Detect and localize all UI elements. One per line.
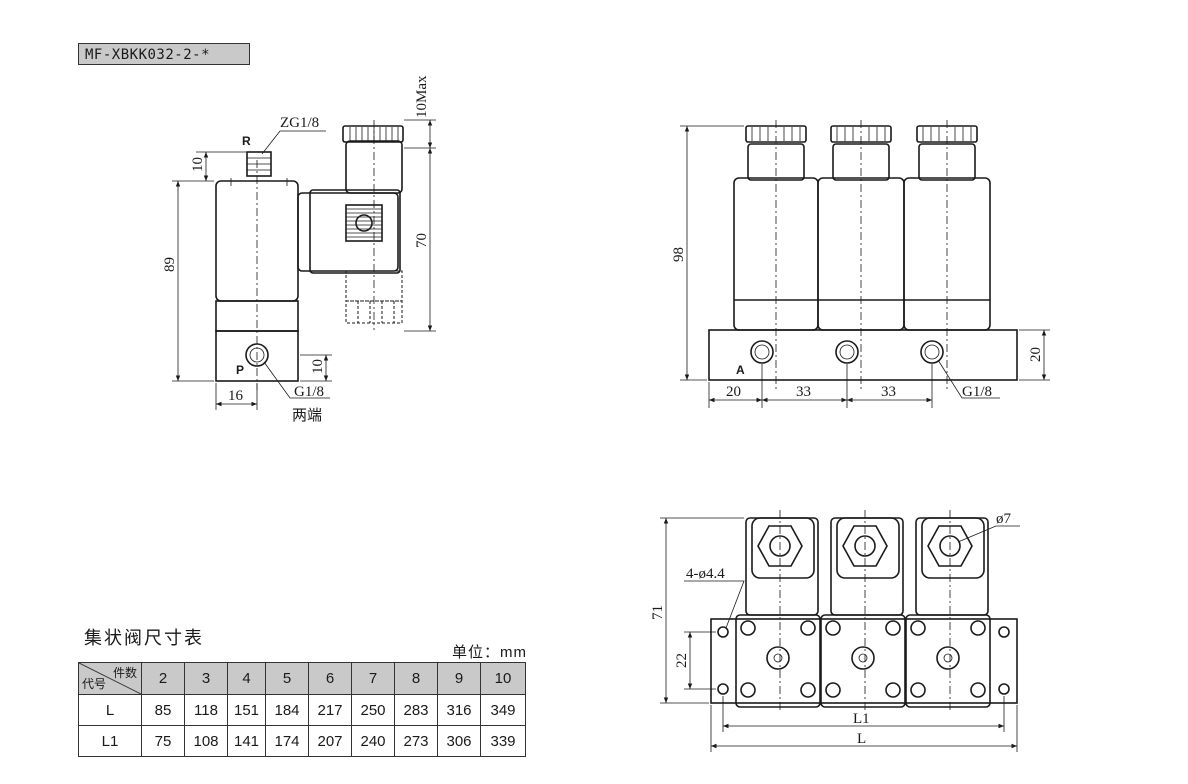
row-label: L bbox=[78, 694, 142, 726]
dim-base: 20 bbox=[1028, 347, 1044, 362]
table-cell: 217 bbox=[308, 694, 352, 726]
count-cell: 5 bbox=[265, 662, 309, 695]
port-r-thread: ZG1/8 bbox=[280, 115, 319, 131]
count-cell: 9 bbox=[437, 662, 481, 695]
table-cell: 75 bbox=[141, 725, 185, 757]
port-a-label: A bbox=[736, 363, 745, 377]
table-row: L 85 118 151 184 217 250 283 316 349 bbox=[78, 694, 526, 726]
count-cell: 2 bbox=[141, 662, 185, 695]
port-p-label: P bbox=[236, 363, 244, 377]
dim-top-max: 10Max bbox=[414, 75, 430, 118]
table-cell: 273 bbox=[394, 725, 438, 757]
table-cell: 283 bbox=[394, 694, 438, 726]
dim-p-offset: 16 bbox=[228, 388, 244, 404]
dim-depth: 71 bbox=[650, 605, 666, 620]
count-cell: 7 bbox=[351, 662, 395, 695]
table-cell: 141 bbox=[227, 725, 266, 757]
table-header-row: 件数 代号 2 3 4 5 6 7 8 9 10 bbox=[78, 662, 526, 695]
dim-coil: 70 bbox=[414, 233, 430, 248]
table-row: L1 75 108 141 174 207 240 273 306 339 bbox=[78, 725, 526, 757]
corner-top-label: 件数 bbox=[112, 666, 137, 680]
table-title: 集状阀尺寸表 bbox=[84, 628, 204, 648]
count-cell: 10 bbox=[480, 662, 526, 695]
table-cell: 240 bbox=[351, 725, 395, 757]
table-cell: 85 bbox=[141, 694, 185, 726]
table-cell: 184 bbox=[265, 694, 309, 726]
dim-total: 89 bbox=[162, 257, 178, 272]
table-cell: 349 bbox=[480, 694, 526, 726]
dim-hole-pitch: 22 bbox=[674, 653, 690, 668]
corner-cell: 件数 代号 bbox=[78, 662, 142, 695]
table-cell: 306 bbox=[437, 725, 481, 757]
front-thread: G1/8 bbox=[962, 384, 992, 400]
corner-bottom-label: 代号 bbox=[82, 677, 107, 691]
front-view: A G1/8 98 20 20 33 33 bbox=[671, 120, 1050, 408]
count-cell: 6 bbox=[308, 662, 352, 695]
table-cell: 250 bbox=[351, 694, 395, 726]
count-cell: 3 bbox=[184, 662, 228, 695]
count-cell: 4 bbox=[227, 662, 266, 695]
unit-label: 单位：mm bbox=[452, 644, 527, 661]
table-cell: 174 bbox=[265, 725, 309, 757]
mount-holes: 4-ø4.4 bbox=[686, 566, 725, 582]
dim-pitch-2: 33 bbox=[881, 384, 896, 400]
table-cell: 207 bbox=[308, 725, 352, 757]
hole-dia: ø7 bbox=[996, 511, 1012, 527]
dim-r-height: 10 bbox=[190, 157, 206, 172]
row-label: L1 bbox=[78, 725, 142, 757]
side-view: R ZG1/8 P G1/8 两端 89 10 10Max 70 10 16 bbox=[162, 75, 436, 424]
model-badge: MF-XBKK032-2-* bbox=[78, 43, 250, 65]
table-cell: 339 bbox=[480, 725, 526, 757]
table-cell: 108 bbox=[184, 725, 228, 757]
table-cell: 316 bbox=[437, 694, 481, 726]
dimension-table: 件数 代号 2 3 4 5 6 7 8 9 10 L 85 118 151 18… bbox=[78, 662, 526, 757]
dim-l: L bbox=[857, 731, 866, 747]
table-cell: 118 bbox=[184, 694, 228, 726]
port-r-label: R bbox=[242, 134, 251, 148]
dim-first: 20 bbox=[726, 384, 741, 400]
dim-height: 98 bbox=[671, 247, 687, 262]
port-p-thread: G1/8 bbox=[294, 384, 324, 400]
dim-pitch-1: 33 bbox=[796, 384, 811, 400]
count-cell: 8 bbox=[394, 662, 438, 695]
dim-p-height: 10 bbox=[310, 359, 326, 374]
top-view: ø7 4-ø4.4 71 22 L1 L bbox=[650, 510, 1020, 752]
port-p-note: 两端 bbox=[292, 407, 322, 424]
table-cell: 151 bbox=[227, 694, 266, 726]
dim-l1: L1 bbox=[853, 711, 870, 727]
